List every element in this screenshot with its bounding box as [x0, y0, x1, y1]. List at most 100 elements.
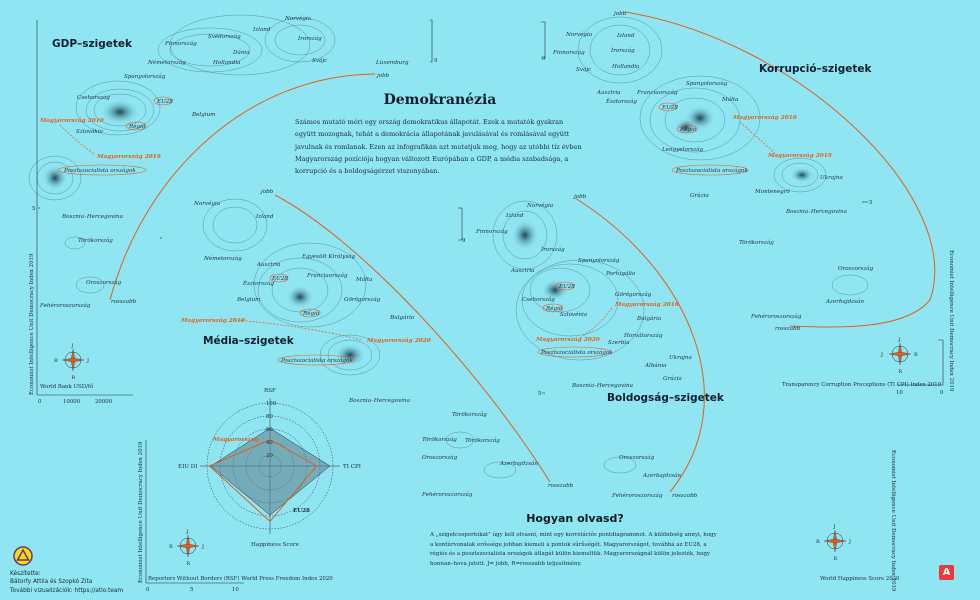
radar-axis-happiness: Happiness Score	[251, 542, 300, 548]
cor-xaxis: Transparency Corruption Preceptions (TI …	[782, 381, 942, 388]
media-yaxis: Economist Intelligence Unit Democracy In…	[138, 441, 144, 583]
hap-dup-ru: Oroszország	[422, 454, 458, 461]
cor-yaxis: Economist Intelligence Unit Democracy In…	[948, 250, 954, 392]
hap-country-3: Írország	[540, 245, 565, 253]
cor-hu-end: Magyarország 2019	[767, 152, 832, 159]
atlo-logo-icon	[13, 546, 33, 566]
cor-ytick-9: 9	[542, 56, 546, 62]
gdp-country-2: Svédország	[208, 33, 241, 40]
hap-country-20: Fehéroroszország	[611, 492, 663, 499]
radar-axis-eiu: EIU DI	[178, 464, 197, 470]
radar-axis-ticpi: TI CPI	[343, 464, 361, 470]
hap-country-7: Csehország	[522, 296, 555, 303]
hap-country-18: Oroszország	[619, 454, 655, 461]
gdp-country-12: Belgium	[191, 112, 216, 118]
media-country-5: Franciaország	[306, 272, 348, 279]
gdp-country-4: Finnország	[164, 40, 197, 47]
cor-country-16: Törökország	[739, 239, 774, 246]
svg-text:J: J	[848, 539, 851, 545]
hap-country-19: Azerbajdzsán	[642, 472, 681, 479]
radar-tick-60: 60	[266, 427, 273, 433]
gdp-title: GDP–szigetek	[52, 38, 133, 50]
howto-section: Hogyan olvasd? A „szigetcsoportokat” úgy…	[430, 512, 720, 570]
media-country-3: Egyesült Királyság	[301, 253, 356, 260]
cor-country-2: Finnország	[552, 49, 585, 56]
cor-worse: rosszabb	[775, 326, 801, 332]
howto-text: A „szigetcsoportokat” úgy kell olvasni, …	[430, 532, 717, 567]
cor-country-4: Svájc	[576, 66, 592, 73]
media-country-9: Görögország	[344, 296, 381, 303]
hap-hu-start: Magyarország 2016	[614, 301, 679, 308]
gdp-country-3: Írország	[297, 34, 322, 42]
radar-tick-100: 100	[266, 401, 277, 407]
radar-hungary-shape	[208, 438, 318, 523]
corruption-island: Korrupció–szigetek Norvégia Izland Finno…	[542, 11, 954, 396]
hap-hu-end: Magyarország 2020	[535, 336, 600, 343]
howto-title: Hogyan olvasd?	[526, 512, 624, 525]
media-country-10: Bulgária	[389, 314, 414, 321]
hap-country-1: Izland	[505, 213, 524, 219]
svg-text:J: J	[880, 352, 883, 358]
cor-country-13: Montenegró	[754, 188, 790, 195]
gdp-country-8: Hollandia	[212, 60, 240, 66]
media-country-4: Ausztria	[256, 262, 281, 268]
hap-dup-az: Azerbajdzsán	[499, 460, 538, 467]
cor-eu28: EU28	[661, 105, 678, 111]
credits-line-1: Készítette:	[10, 571, 41, 577]
intro-text: Számos mutató méri egy ország demokratik…	[295, 118, 582, 176]
media-xaxis: Reporters Without Borders (RSF) World Pr…	[148, 575, 333, 582]
compass-media: J R R J	[169, 529, 204, 567]
hap-country-17: Törökország	[465, 437, 500, 444]
cor-country-8: Észtország	[605, 97, 637, 105]
cor-country-15: Bosznia–Hercegovina	[785, 209, 847, 215]
media-island: Média–szigetek Norvégia Izland Németorsz…	[138, 189, 574, 593]
credits: Készítette: Bátorfy Attila és Szopkó Zit…	[10, 570, 123, 595]
gdp-hu-end: Magyarország 2019	[96, 153, 161, 160]
contours	[28, 14, 869, 479]
cor-ytick-5: 5	[869, 200, 873, 206]
svg-text:J: J	[832, 524, 835, 530]
gdp-country-6: Svájc	[312, 57, 328, 64]
gdp-xaxis: World Bank USD/fő	[40, 383, 93, 390]
cor-country-0: Norvégia	[565, 31, 592, 38]
radar-tick-20: 20	[266, 453, 273, 459]
gdp-xtick-2: 20000	[95, 399, 113, 405]
media-country-8: Belgium	[236, 297, 261, 303]
gdp-yaxis: Economist Intelligence Unit Democracy In…	[29, 253, 35, 395]
gdp-worse: rosszabb	[111, 299, 137, 305]
radar-hungary-label: Magyarország	[212, 436, 259, 443]
happiness-island: Boldogság–szigetek Norvégia Izland Finno…	[421, 194, 900, 592]
media-country-0: Norvégia	[193, 200, 220, 207]
density-blobs	[42, 99, 814, 367]
hap-country-8: Görögország	[615, 291, 652, 298]
hap-better: jobb	[572, 194, 587, 200]
compass-happiness: J R R J	[816, 524, 851, 562]
hap-region: Régió	[545, 305, 563, 312]
gdp-country-9: Luxemburg	[375, 60, 409, 66]
cor-country-10: Málta	[721, 96, 738, 103]
gdp-country-11: Csehország	[77, 94, 110, 101]
media-xtick-0: 0	[146, 587, 150, 593]
cor-xtick-1: 10	[896, 390, 903, 396]
media-xtick-1: 5	[190, 587, 194, 593]
cor-better: jobb	[612, 11, 627, 17]
cor-postsoc: Posztszocialista országok	[675, 167, 748, 174]
media-title: Média–szigetek	[203, 335, 295, 347]
gdp-arc	[109, 73, 376, 301]
radar-tick-80: 80	[266, 414, 273, 420]
radar-eu28-shape	[210, 427, 331, 516]
cor-xtick-0: 0	[940, 390, 944, 396]
media-country-11: Bosznia–Hercegovina	[348, 398, 410, 404]
cor-country-18: Azerbajdzsán	[825, 298, 864, 305]
cor-country-5: Hollandia	[611, 64, 639, 70]
cor-country-19: Fehéroroszország	[750, 313, 802, 320]
gdp-xtick-1: 10000	[63, 399, 81, 405]
hap-yaxis: Economist Intelligence Unit Democracy In…	[890, 450, 896, 592]
media-better: jobb	[259, 189, 274, 195]
hap-country-15: Grúzia	[663, 375, 682, 382]
credits-line-2: Bátorfy Attila és Szopkó Zita	[10, 579, 93, 586]
radar-chart: RSF TI CPI Happiness Score EIU DI 100 80…	[178, 388, 361, 548]
radar-tick-40: 40	[266, 440, 273, 446]
